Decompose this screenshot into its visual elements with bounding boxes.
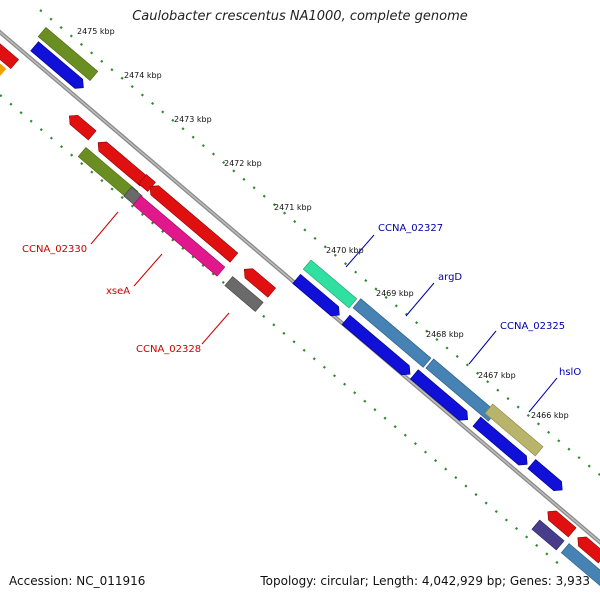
gene-label-xsea[interactable]: xseA (106, 286, 130, 297)
tick-label: 2473 kbp (174, 115, 212, 124)
leader-line (201, 312, 230, 345)
tick-label: 2469 kbp (376, 289, 414, 298)
tick-label: 2468 kbp (426, 330, 464, 339)
feature-khaki-hslo[interactable] (484, 403, 544, 457)
feature-olive-outer[interactable] (37, 27, 99, 81)
leader-line (405, 282, 435, 317)
gene-label-ccna02328[interactable]: CCNA_02328 (136, 344, 201, 355)
feature-orange-edge[interactable] (0, 62, 7, 77)
feature-steel-edge[interactable] (560, 543, 600, 587)
feature-teal[interactable] (302, 259, 358, 309)
map-title: Caulobacter crescentus NA1000, complete … (132, 9, 468, 24)
feature-purple[interactable] (531, 519, 565, 551)
feature-red-arrow[interactable] (240, 265, 277, 298)
gene-label-argd[interactable]: argD (438, 272, 462, 283)
feature-magenta-xsea[interactable] (132, 195, 226, 277)
feature-blue-arrow[interactable] (341, 314, 414, 378)
tick-label: 2472 kbp (224, 159, 262, 168)
inner-ruler (0, 94, 561, 566)
accession-text: Accession: NC_011916 (9, 574, 146, 588)
feature-red-arrow[interactable] (574, 533, 600, 564)
feature-blue-arrow[interactable] (527, 459, 566, 494)
tick-label: 2471 kbp (274, 203, 312, 212)
feature-blue-arrow[interactable] (472, 416, 531, 469)
feature-red-edge[interactable] (0, 40, 19, 70)
leader-line (528, 377, 558, 413)
tick-label: 2470 kbp (326, 246, 364, 255)
tick-label: 2474 kbp (124, 71, 162, 80)
feature-red-arrow[interactable] (146, 182, 239, 263)
genome-summary-text: Topology: circular; Length: 4,042,929 bp… (260, 574, 590, 588)
feature-steel-argd[interactable] (352, 298, 432, 368)
gene-label-ccna02327[interactable]: CCNA_02327 (378, 223, 443, 234)
gene-label-ccna02330[interactable]: CCNA_02330 (22, 244, 87, 255)
genome-backbone (0, 29, 600, 545)
leader-line (90, 211, 119, 245)
tick-label: 2467 kbp (478, 371, 516, 380)
feature-gray-ccna02328[interactable] (224, 276, 264, 312)
gene-label-ccna02325[interactable]: CCNA_02325 (500, 321, 565, 332)
feature-blue-arrow[interactable] (292, 273, 343, 319)
feature-blue-arrow[interactable] (30, 41, 88, 93)
leader-line (133, 253, 163, 287)
feature-red-arrow[interactable] (544, 507, 577, 538)
gene-label-hslo[interactable]: hslO (559, 367, 581, 378)
tick-label: 2475 kbp (77, 27, 115, 36)
feature-red-arrow[interactable] (65, 111, 97, 141)
leader-line (345, 234, 375, 268)
feature-blue-arrow[interactable] (410, 369, 471, 424)
leader-line (468, 330, 497, 365)
tick-label: 2466 kbp (531, 411, 569, 420)
